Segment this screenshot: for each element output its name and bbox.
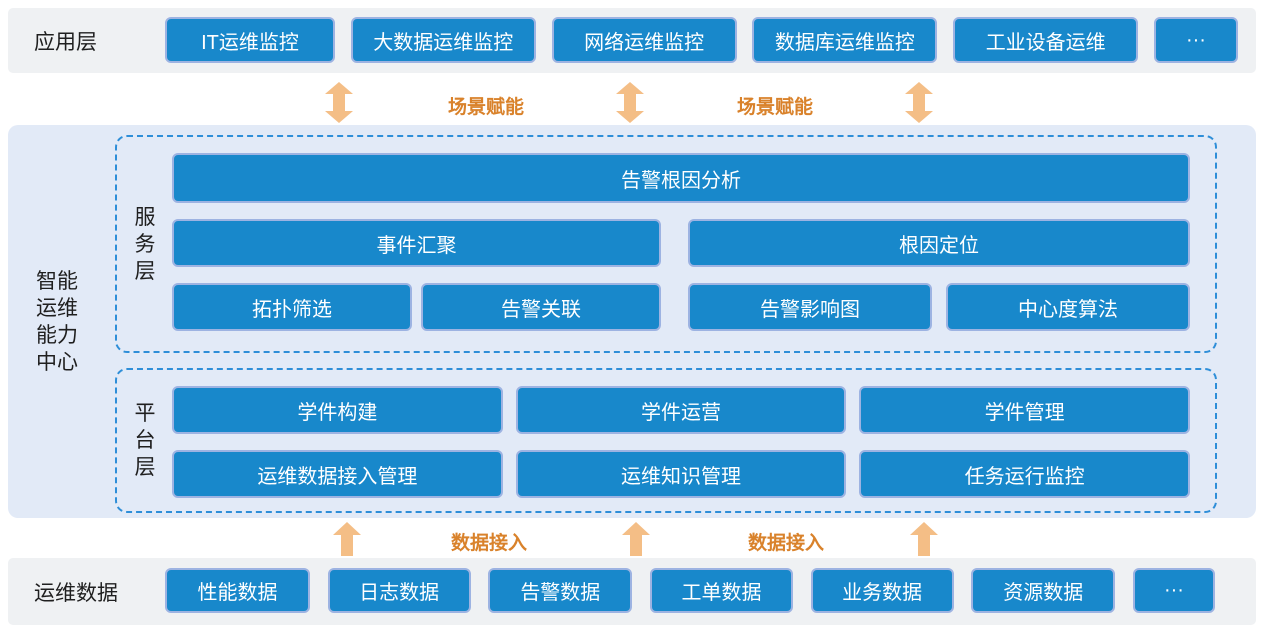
scene-empower-label: 场景赋能: [447, 97, 525, 118]
arrow-shaft: [333, 93, 345, 112]
service-layer-label: 服 务 层: [134, 205, 156, 283]
node-data-layer-more: ···: [1132, 568, 1215, 613]
node-task-run-monitoring: 任务运行监控: [859, 450, 1191, 498]
node-topology-filtering: 拓扑筛选: [172, 283, 413, 331]
node-performance-data: 性能数据: [165, 568, 310, 613]
service-row-2: 事件汇聚 根因定位: [172, 219, 1190, 267]
scene-empower-label: 场景赋能: [736, 97, 814, 118]
scene-double-arrow: [325, 82, 353, 123]
platform-layer-group: 平 台 层 学件构建 学件运营 学件管理 运维数据接入管理 运维知识管理 任务运…: [115, 368, 1217, 513]
scene-double-arrow: [905, 82, 933, 123]
arrow-shaft: [630, 534, 642, 556]
platform-layer-grid: 学件构建 学件运营 学件管理 运维数据接入管理 运维知识管理 任务运行监控: [172, 370, 1191, 511]
node-ops-knowledge-management: 运维知识管理: [515, 450, 847, 498]
data-in-arrow: [622, 522, 650, 556]
node-bigdata-ops-monitoring: 大数据运维监控: [350, 17, 536, 63]
node-centrality-algorithm: 中心度算法: [946, 283, 1191, 331]
node-ops-data-access-management: 运维数据接入管理: [172, 450, 503, 498]
platform-layer-label: 平 台 层: [134, 402, 156, 479]
data-layer-label: 运维数据: [34, 581, 118, 605]
service-row-3-left: 拓扑筛选 告警关联: [172, 283, 662, 331]
data-in-arrow: [910, 522, 938, 556]
service-row-3-right: 告警影响图 中心度算法: [688, 283, 1191, 331]
arrow-shaft: [624, 93, 636, 112]
scene-double-arrow: [616, 82, 644, 123]
service-row-3: 拓扑筛选 告警关联 告警影响图 中心度算法: [172, 283, 1191, 331]
node-alarm-impact-graph: 告警影响图: [688, 283, 933, 331]
node-industrial-equipment-ops: 工业设备运维: [953, 17, 1139, 63]
node-learnware-management: 学件管理: [859, 386, 1191, 434]
node-app-layer-more: ···: [1153, 17, 1238, 63]
capability-center-band: 智能 运维 能力 中心 服 务 层 告警根因分析 事件汇聚 根因定位: [8, 125, 1256, 518]
arrow-shaft: [918, 534, 930, 556]
data-in-arrow: [333, 522, 361, 556]
node-root-cause-location: 根因定位: [688, 219, 1190, 267]
app-layer-nodes: IT运维监控 大数据运维监控 网络运维监控 数据库运维监控 工业设备运维 ···: [165, 17, 1238, 63]
platform-row-1: 学件构建 学件运营 学件管理: [172, 386, 1191, 434]
service-layer-group: 服 务 层 告警根因分析 事件汇聚 根因定位 拓扑筛选 告警关联: [115, 135, 1217, 353]
node-learnware-operation: 学件运营: [515, 386, 847, 434]
node-log-data: 日志数据: [327, 568, 471, 613]
node-business-data: 业务数据: [810, 568, 954, 613]
node-alarm-root-cause-analysis: 告警根因分析: [172, 153, 1190, 203]
data-access-label: 数据接入: [450, 533, 528, 554]
app-layer-label: 应用层: [34, 30, 97, 54]
service-layer-grid: 告警根因分析 事件汇聚 根因定位 拓扑筛选 告警关联 告警影响图 中心度算法: [172, 137, 1191, 351]
service-row-1: 告警根因分析: [172, 153, 1190, 203]
node-ticket-data: 工单数据: [649, 568, 793, 613]
node-alarm-correlation: 告警关联: [421, 283, 662, 331]
data-layer-nodes: 性能数据 日志数据 告警数据 工单数据 业务数据 资源数据 ···: [165, 568, 1215, 613]
node-database-ops-monitoring: 数据库运维监控: [752, 17, 938, 63]
node-network-ops-monitoring: 网络运维监控: [551, 17, 737, 63]
app-layer-band: 应用层 IT运维监控 大数据运维监控 网络运维监控 数据库运维监控 工业设备运维…: [8, 8, 1256, 73]
node-event-aggregation: 事件汇聚: [172, 219, 662, 267]
data-layer-band: 运维数据 性能数据 日志数据 告警数据 工单数据 业务数据 资源数据 ···: [8, 558, 1256, 625]
node-alarm-data: 告警数据: [488, 568, 633, 613]
platform-row-2: 运维数据接入管理 运维知识管理 任务运行监控: [172, 450, 1191, 498]
node-learnware-build: 学件构建: [172, 386, 503, 434]
arrow-shaft: [341, 534, 353, 556]
node-resource-data: 资源数据: [971, 568, 1116, 613]
capability-center-label: 智能 运维 能力 中心: [36, 269, 78, 374]
node-it-ops-monitoring: IT运维监控: [165, 17, 335, 63]
arrow-shaft: [913, 93, 925, 112]
data-access-label: 数据接入: [747, 533, 825, 554]
